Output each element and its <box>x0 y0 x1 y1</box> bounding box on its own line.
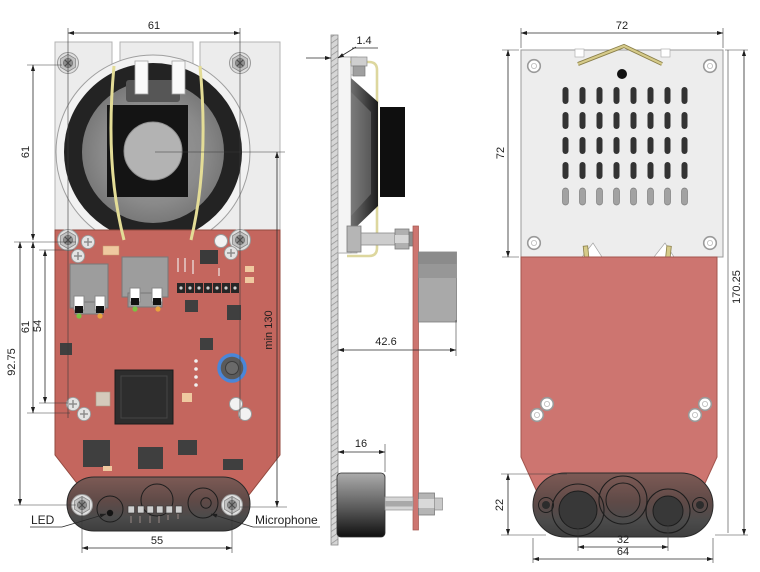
side-view: 1.4 42.6 16 <box>306 34 457 546</box>
microphone-hole <box>200 497 212 509</box>
back-hole-bottom-right <box>702 235 718 251</box>
led-ring <box>96 495 124 523</box>
pin-header <box>177 282 239 294</box>
module-silkscreen-marks <box>130 514 179 523</box>
dim-front-inner-hole-span: 54 <box>32 320 44 332</box>
vent-slots <box>562 87 688 206</box>
microphone-ring <box>187 487 219 519</box>
speaker-side <box>337 56 419 258</box>
front-callouts: LED Microphone <box>30 513 320 528</box>
label-led: LED <box>31 513 55 527</box>
dim-front-hole-span: 61 <box>20 321 32 333</box>
connector-block-side <box>418 251 457 323</box>
header-silkscreen-marks <box>177 258 220 276</box>
dim-front-top-width: 61 <box>148 20 160 32</box>
mic-module-front <box>66 476 251 532</box>
back-dimensions: 72 72 170.25 22 32 64 <box>494 20 748 563</box>
speaker-dust-cap <box>123 121 183 181</box>
center-opening <box>140 483 174 517</box>
speaker-terminal-left <box>134 60 149 95</box>
speaker-wire-back <box>577 44 663 66</box>
side-dimensions: 1.4 42.6 16 <box>306 35 457 472</box>
speaker-wire-left <box>109 65 126 241</box>
mic-module-side <box>336 472 443 538</box>
speaker-terminal-right <box>171 60 186 95</box>
pcb-side <box>412 225 419 531</box>
dim-back-module-height: 22 <box>494 499 506 511</box>
label-microphone: Microphone <box>255 513 318 527</box>
dim-front-bottom-width: 55 <box>151 535 163 547</box>
dim-back-width: 72 <box>616 20 628 32</box>
mounting-panel <box>330 34 339 546</box>
dim-front-min-height: min 130 <box>263 310 275 349</box>
back-plate <box>520 49 724 258</box>
mic-module-back <box>532 472 714 538</box>
pcb-components <box>60 245 254 471</box>
speaker-magnet-side <box>380 107 405 197</box>
blue-component <box>217 353 247 383</box>
back-view: 72 72 170.25 22 32 64 <box>494 20 748 563</box>
front-view: 61 61 92.75 61 54 min 130 55 LE <box>6 20 320 553</box>
dim-back-mic-spacing: 32 <box>617 534 629 546</box>
module-pads <box>127 505 183 514</box>
back-hole-top-right <box>702 58 718 74</box>
dim-side-mic-depth: 16 <box>355 438 367 450</box>
pcb-back <box>520 256 718 493</box>
dim-side-depth: 42.6 <box>375 336 396 348</box>
center-opening-back <box>598 475 648 525</box>
dim-back-overall-height: 170.25 <box>731 270 743 304</box>
dim-front-mount-span: 92.75 <box>6 348 18 376</box>
dim-back-module-width: 64 <box>617 546 629 558</box>
dim-back-height: 72 <box>495 147 507 159</box>
back-hole-bottom-left <box>526 235 542 251</box>
front-dimensions: 61 61 92.75 61 54 min 130 55 <box>6 20 287 553</box>
back-hole-top-left <box>526 58 542 74</box>
back-plate-hole <box>617 69 627 79</box>
dim-front-speaker-center: 61 <box>20 146 32 158</box>
main-chip <box>114 369 174 425</box>
dim-side-panel-thickness: 1.4 <box>356 35 371 47</box>
led-dot <box>106 509 114 517</box>
speaker-wire-right <box>189 65 205 241</box>
